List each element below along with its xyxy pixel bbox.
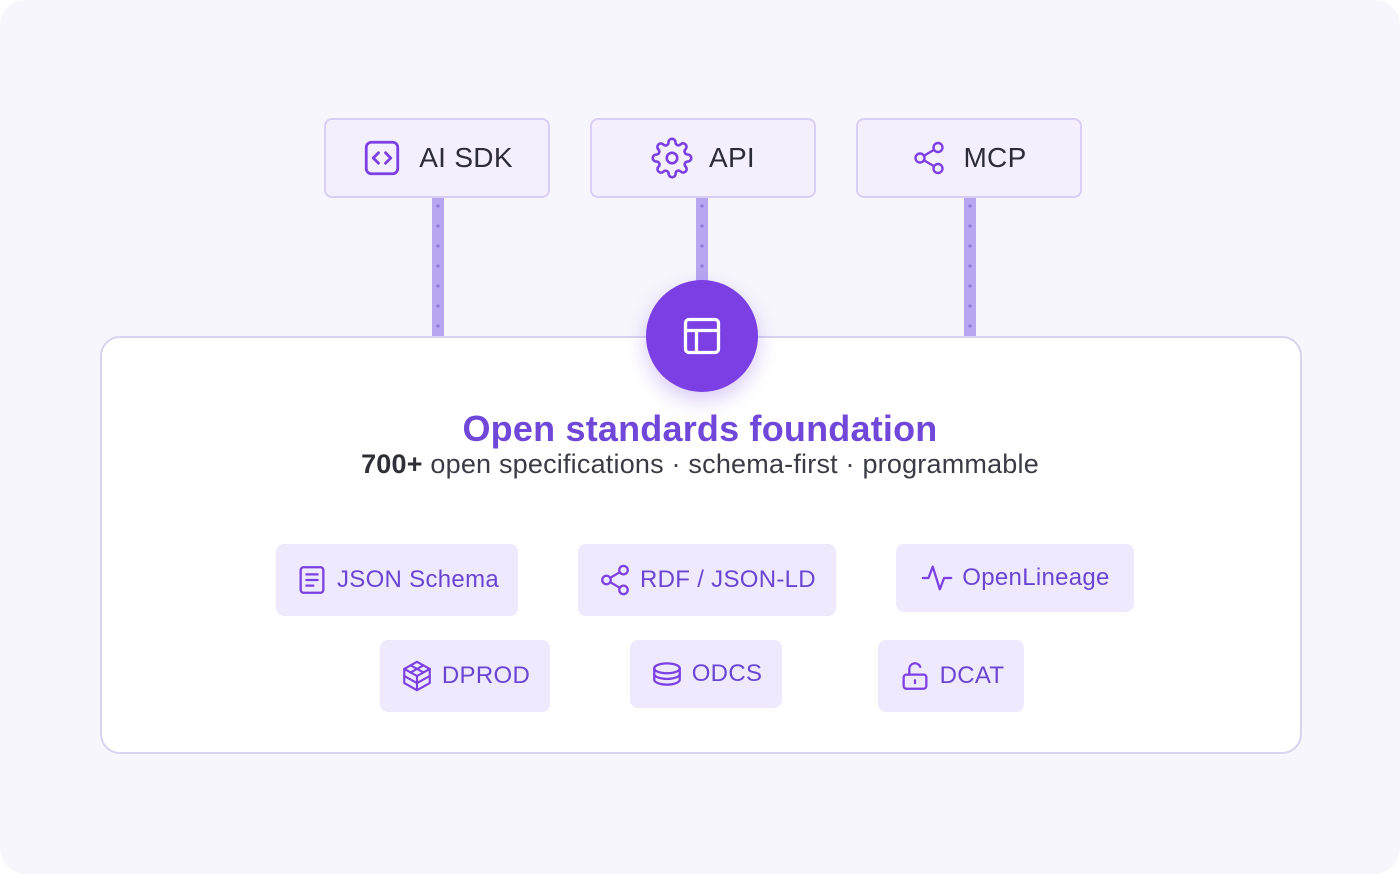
standard-chip-json-schema: JSON Schema <box>276 544 518 616</box>
integration-card-ai-sdk: AI SDK <box>324 118 550 198</box>
standard-label: JSON Schema <box>336 566 500 593</box>
connector-mcp <box>964 198 976 336</box>
standard-chip-rdf-json-ld: RDF / JSON-LD <box>578 544 836 616</box>
code-icon <box>365 140 400 176</box>
connector-ai-sdk <box>432 198 444 336</box>
foundation-subtitle: 700+ open specifications · schema-first … <box>0 449 1400 480</box>
integration-card-mcp: MCP <box>856 118 1082 198</box>
spec-count: 700+ <box>361 449 423 479</box>
hub-node <box>646 280 758 392</box>
standard-label: RDF / JSON-LD <box>640 566 816 593</box>
standard-label: DCAT <box>939 662 1005 689</box>
standard-chip-odcs: ODCS <box>630 640 782 708</box>
standard-chip-dprod: DPROD <box>380 640 550 712</box>
share-icon <box>914 141 945 175</box>
layout-icon <box>683 317 721 355</box>
database-icon <box>652 662 681 686</box>
standard-chip-openlineage: OpenLineage <box>896 544 1134 612</box>
standard-label: ODCS <box>691 660 763 687</box>
share-icon <box>601 564 629 596</box>
gear-icon <box>651 137 693 179</box>
standard-label: OpenLineage <box>962 564 1110 591</box>
unlock-icon <box>902 662 928 690</box>
standard-label: DPROD <box>441 662 531 689</box>
document-icon <box>299 566 325 594</box>
subtitle-text: open specifications · schema-first · pro… <box>422 449 1039 479</box>
integration-label: API <box>708 142 756 173</box>
foundation-title: Open standards foundation <box>462 408 938 449</box>
integration-card-api: API <box>590 118 816 198</box>
connector-api <box>696 198 708 284</box>
standard-chip-dcat: DCAT <box>878 640 1024 712</box>
activity-icon <box>921 565 953 591</box>
integration-label: AI SDK <box>419 142 513 173</box>
integration-label: MCP <box>963 142 1027 173</box>
package-icon <box>403 660 431 692</box>
